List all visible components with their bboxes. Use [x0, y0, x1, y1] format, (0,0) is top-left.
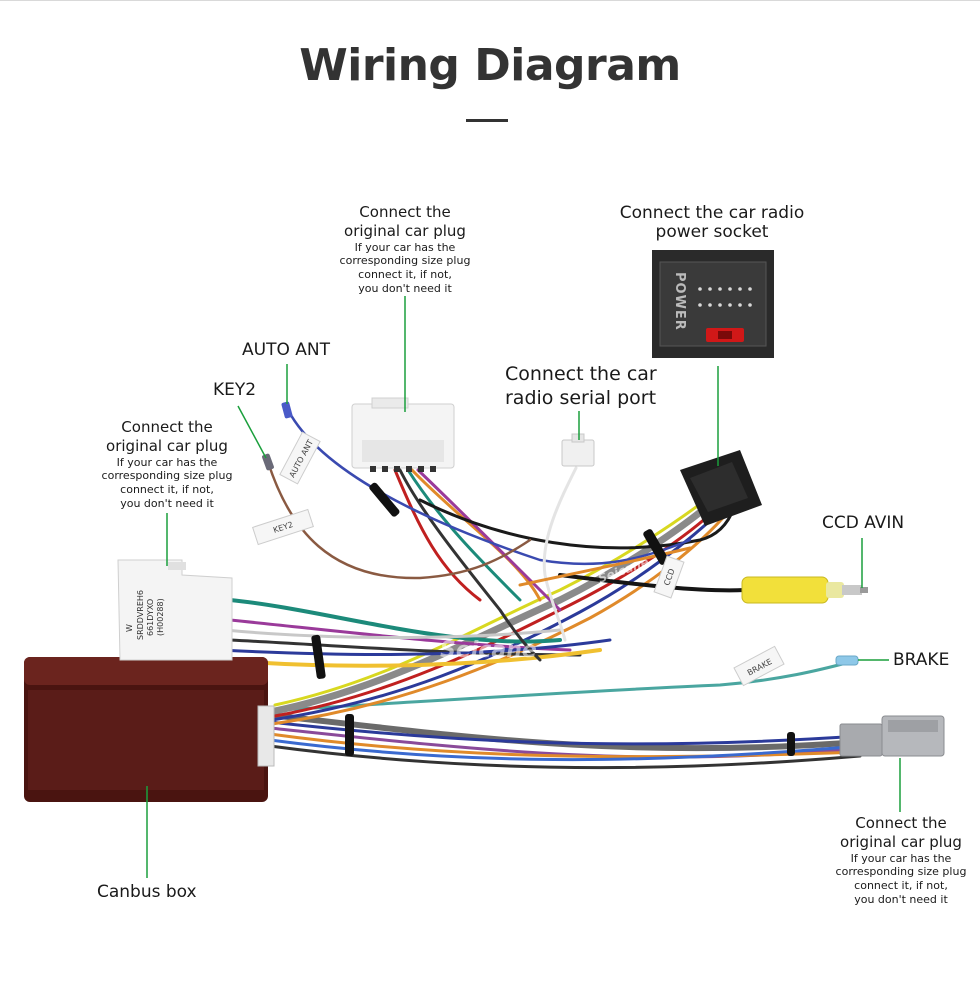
label-left-plug-note4: you don't need it	[120, 496, 214, 510]
label-left-plug-line2: original car plug	[106, 436, 228, 455]
label-left-plug-note2: corresponding size plug	[101, 469, 233, 483]
black-socket-connector	[680, 450, 762, 526]
label-power-socket: Connect the car radio power socket	[612, 204, 812, 241]
page-title: Wiring Diagram	[299, 40, 681, 91]
label-serial-port-line2: radio serial port	[505, 387, 657, 410]
label-serial-port-line1: Connect the car	[505, 363, 657, 385]
tag-auto-ant: AUTO ANT	[279, 431, 321, 485]
cable-ties	[311, 482, 795, 756]
label-right-plug-note2: corresponding size plug	[835, 865, 967, 879]
plug-print-part1: SRDDVREH6	[136, 590, 145, 640]
label-right-plug-note4: you don't need it	[854, 892, 948, 906]
label-canbus-box: Canbus box	[97, 882, 197, 902]
tag-ccd: CCD	[653, 555, 685, 599]
serial-port-connector	[561, 433, 595, 467]
label-serial-port: Connect the car radio serial port	[505, 362, 685, 410]
label-right-plug-line1: Connect the	[855, 814, 947, 832]
label-top-plug-line2: original car plug	[344, 221, 466, 240]
plug-print-w: W	[125, 624, 134, 632]
plug-print-part3: (H00288)	[156, 598, 165, 636]
right-grey-plug	[839, 715, 945, 757]
label-ccd-avin: CCD AVIN	[822, 513, 905, 533]
pointer-lines	[146, 296, 901, 878]
title-underline	[466, 119, 508, 122]
label-left-plug-note1: If your car has the	[116, 455, 218, 469]
label-brake: BRAKE	[893, 650, 950, 670]
label-top-plug-line1: Connect the	[359, 203, 451, 221]
label-right-plug: Connect the original car plug If your ca…	[826, 814, 976, 907]
top-white-plug	[351, 397, 455, 472]
power-print: POWER	[672, 272, 687, 331]
label-key2: KEY2	[213, 380, 257, 400]
left-white-plug: W SRDDVREH6 661DYXO (H00288)	[117, 559, 233, 661]
label-left-plug-note3: connect it, if not,	[120, 483, 214, 496]
label-right-plug-note3: connect it, if not,	[854, 879, 948, 892]
label-power-socket-line1: Connect the car radio	[619, 203, 805, 223]
tag-key2: KEY2	[252, 508, 314, 546]
label-right-plug-note1: If your car has the	[850, 851, 952, 865]
plug-print-part2: 661DYXO	[146, 599, 155, 636]
label-top-plug: Connect the original car plug If your ca…	[330, 203, 480, 296]
label-top-plug-note4: you don't need it	[358, 281, 452, 295]
key2-wire-tip	[262, 453, 274, 471]
canbus-box	[24, 657, 275, 802]
wire-bundle	[218, 408, 863, 770]
power-socket-image: POWER	[652, 250, 774, 358]
brake-wire-tip	[835, 655, 859, 666]
label-top-plug-note1: If your car has the	[354, 240, 456, 254]
label-left-plug-line1: Connect the	[121, 418, 213, 436]
label-power-socket-line2: power socket	[655, 221, 769, 242]
label-auto-ant: AUTO ANT	[242, 340, 330, 360]
label-top-plug-note2: corresponding size plug	[339, 254, 471, 268]
label-left-plug: Connect the original car plug If your ca…	[92, 418, 242, 511]
avin-rca-connector	[741, 576, 868, 604]
label-top-plug-note3: connect it, if not,	[358, 268, 452, 281]
top-border-line	[0, 0, 980, 1]
label-right-plug-line2: original car plug	[840, 832, 962, 851]
antenna-wire-tip	[281, 401, 293, 419]
watermark-text: Seicane	[440, 638, 537, 663]
tag-brake: BRAKE	[733, 645, 785, 687]
pointer-key2	[237, 405, 267, 459]
